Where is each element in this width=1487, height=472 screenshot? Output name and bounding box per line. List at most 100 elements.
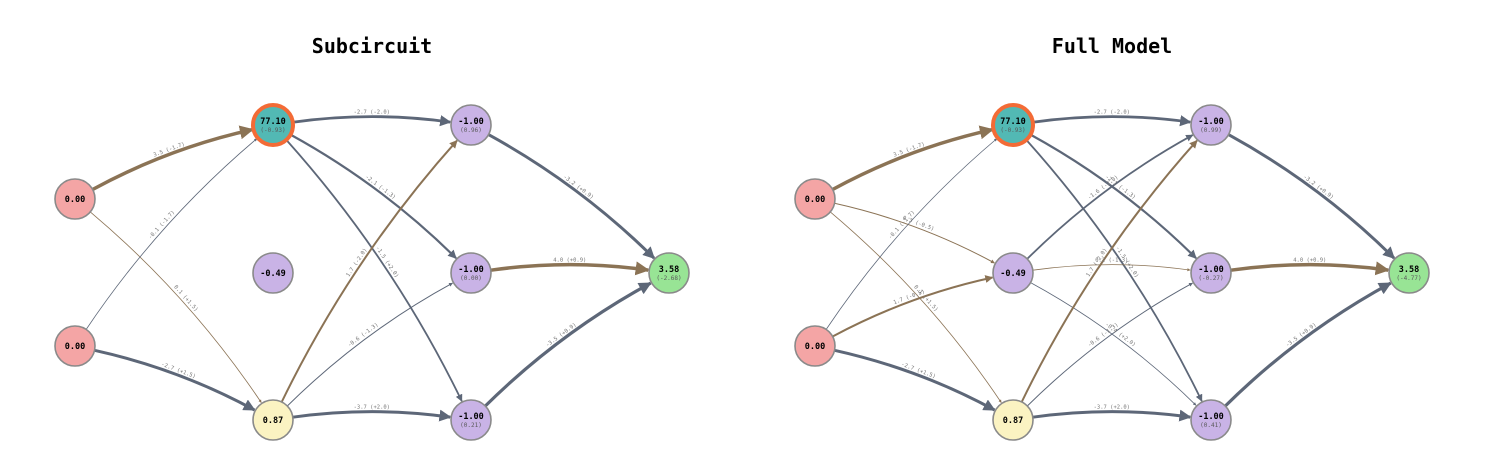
edge-o_top-out <box>1227 133 1396 260</box>
edge-label: -2.7 (-2.0) <box>354 110 390 116</box>
node-circle <box>450 399 492 441</box>
node-circle <box>252 252 294 294</box>
edge-label: -2.1 (-1.3) <box>364 174 397 201</box>
node-in2: 0.00 <box>794 325 836 367</box>
node-o_mid: -1.00(0.00) <box>450 252 492 294</box>
node-value: 3.58 <box>659 265 679 275</box>
node-subvalue: (-2.68) <box>656 275 681 282</box>
node-value: 0.87 <box>263 416 283 426</box>
node-circle <box>251 103 295 147</box>
edge-label: -3.7 (+2.0) <box>1094 405 1130 411</box>
edge-h_mid-o_mid <box>1032 264 1191 272</box>
edge-label: -3.5 (+0.9) <box>1285 322 1318 349</box>
node-circle <box>794 178 836 220</box>
edge-in1-h_mid <box>834 202 995 264</box>
edge-in2-h_bot <box>834 348 996 412</box>
node-subvalue: (-4.77) <box>1396 275 1421 282</box>
node-h_top: 77.10(-0.93) <box>251 103 295 147</box>
edge-in1-h_top <box>91 125 254 192</box>
edge-label: -0.6 (-1.3) <box>347 322 380 349</box>
edge-label: -3.2 (+0.9) <box>1302 174 1335 201</box>
node-in2: 0.00 <box>54 325 96 367</box>
node-circle <box>992 399 1034 441</box>
edge-h_mid-o_top <box>1026 134 1194 260</box>
node-value: -1.00 <box>1198 117 1224 127</box>
node-circle <box>54 178 96 220</box>
edge-h_bot-o_top <box>1020 139 1198 403</box>
edge-in1-h_top <box>831 125 994 192</box>
nodes-1: 0.000.0077.10(-0.93)-0.490.87-1.00(0.99)… <box>794 103 1430 441</box>
edges-0 <box>85 115 656 422</box>
edge-h_top-o_top <box>292 115 452 127</box>
node-circle <box>450 104 492 146</box>
nodes-0: 0.00 0.00 77.10(-0.93) -0.49 0.87 -1.00 (0.96)… <box>54 103 690 441</box>
edge-h_top-o_mid <box>289 133 457 259</box>
node-subvalue: (0.96) <box>460 127 482 134</box>
edge-h_bot-o_mid <box>286 282 453 407</box>
node-circle <box>648 252 690 294</box>
node-h_mid: -0.49 <box>992 252 1034 294</box>
edge-label: -2.7 (-2.0) <box>1094 110 1130 116</box>
node-value: 77.10 <box>1000 117 1026 127</box>
edge-label: 0.1 (+1.5) <box>172 284 199 313</box>
edge-in2-h_top <box>825 138 998 330</box>
node-circle <box>252 399 294 441</box>
edge-label: -0.1 (-1.7) <box>148 210 177 241</box>
node-subvalue: (-0.93) <box>260 127 285 134</box>
edge-label: 4.0 (+0.9) <box>553 258 586 264</box>
node-value: 0.00 <box>65 195 85 205</box>
edge-label: -3.2 (+0.9) <box>562 174 595 201</box>
edge-h_top-o_top <box>1032 115 1192 127</box>
edge-h_top-o_bot <box>285 139 463 402</box>
edge-in1-h_bot <box>830 211 1002 403</box>
edge-o_bot-out <box>1224 281 1392 408</box>
node-value: 0.00 <box>65 342 85 352</box>
node-circle <box>450 252 492 294</box>
edge-in2-h_mid <box>832 275 994 338</box>
node-circle <box>1190 399 1232 441</box>
edge-in1-h_bot <box>90 211 262 403</box>
node-subvalue: (0.21) <box>460 422 482 429</box>
node-circle <box>1190 104 1232 146</box>
node-value: -1.00 <box>1198 265 1224 275</box>
panel-title-full-model: Full Model <box>1051 34 1173 58</box>
node-out: 3.58(-2.68) <box>648 252 690 294</box>
edge-in2-h_top <box>85 138 258 330</box>
node-value: 0.00 <box>805 195 825 205</box>
node-o_bot: -1.00(0.41) <box>1190 399 1232 441</box>
node-o_bot: -1.00(0.21) <box>450 399 492 441</box>
node-subvalue: (-0.27) <box>1198 275 1223 282</box>
node-subvalue: (0.00) <box>460 275 482 282</box>
edge-h_bot-o_bot <box>292 409 452 422</box>
node-subvalue: (0.41) <box>1200 422 1222 429</box>
node-h_mid: -0.49 <box>252 252 294 294</box>
node-value: -1.00 <box>458 265 484 275</box>
edges-1 <box>825 115 1396 422</box>
edge-label: -3.7 (+2.0) <box>354 405 390 411</box>
node-value: -0.49 <box>260 269 286 279</box>
node-value: 77.10 <box>260 117 286 127</box>
node-circle <box>1190 252 1232 294</box>
node-o_top: -1.00(0.99) <box>1190 104 1232 146</box>
node-circle <box>794 325 836 367</box>
node-circle <box>1388 252 1430 294</box>
node-circle <box>54 325 96 367</box>
node-subvalue: (0.99) <box>1200 127 1222 134</box>
panel-title-subcircuit: Subcircuit <box>311 34 433 58</box>
edge-label: 4.0 (+0.9) <box>1293 258 1326 264</box>
edge-o_top-out <box>487 133 656 260</box>
edge-o_bot-out <box>484 281 652 408</box>
edge-h_bot-o_bot <box>1032 409 1192 422</box>
node-value: 3.58 <box>1399 265 1419 275</box>
node-in1: 0.00 <box>54 178 96 220</box>
node-out: 3.58(-4.77) <box>1388 252 1430 294</box>
node-subvalue: (-0.93) <box>1000 127 1025 134</box>
edge-h_bot-o_top <box>280 139 458 403</box>
edge-in2-h_bot <box>94 348 256 412</box>
node-h_top: 77.10(-0.93) <box>991 103 1035 147</box>
node-in1: 0.00 <box>794 178 836 220</box>
edge-label: -0.1 (-1.7) <box>888 210 917 241</box>
node-h_bot: 0.87 <box>252 399 294 441</box>
edge-label: -1.5 (+2.0) <box>374 246 399 280</box>
